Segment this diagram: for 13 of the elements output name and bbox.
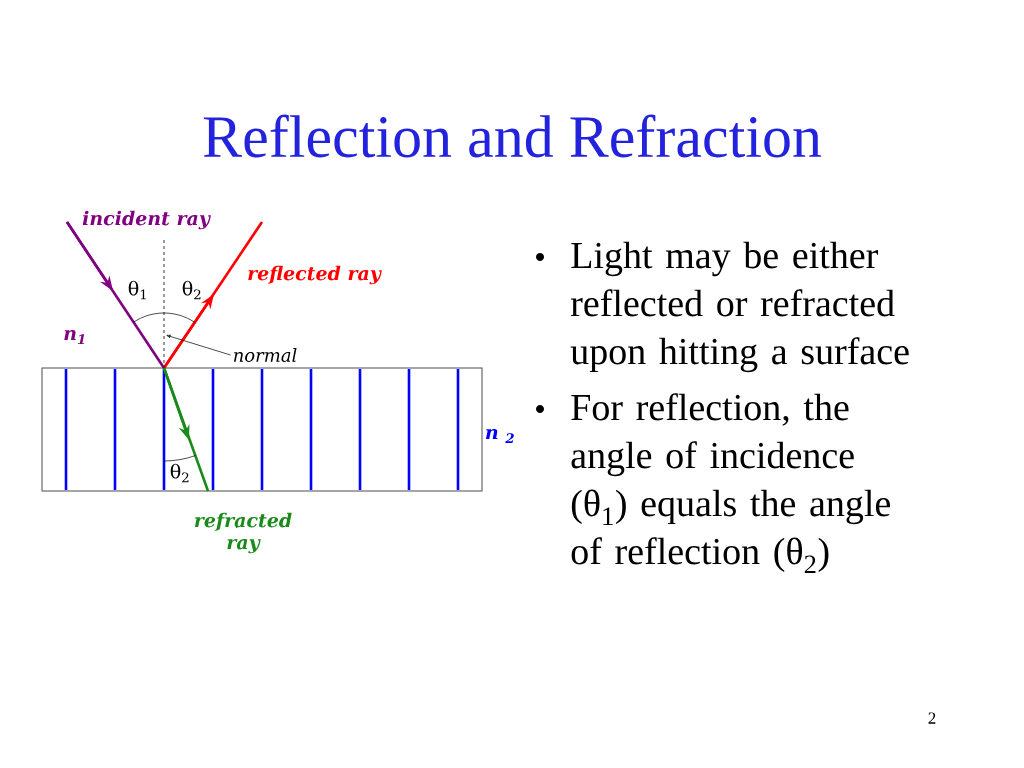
- ray-label: refracted ray: [194, 512, 292, 554]
- bullet-text: Light may be either reflected or refracted upon hitting a surface: [570, 241, 909, 373]
- angle-label: θ$_{2}$: [170, 463, 189, 483]
- medium-label: n $_{2}$: [486, 429, 514, 444]
- leader-line: [166, 334, 231, 356]
- normal-label: normal: [234, 348, 297, 362]
- ray-label: reflected ray: [248, 265, 382, 285]
- medium-label: n$_{1}$: [64, 330, 85, 345]
- bullet-text: For reflection, the angle of incidence (θ$_{1}$) equals the angle of reflection (θ$_{2}$): [571, 393, 890, 574]
- ray-label: incident ray: [82, 210, 211, 230]
- slide-title: Reflection and Refraction: [203, 114, 822, 158]
- page-number: 2: [928, 712, 936, 724]
- normal-line: [163, 239, 165, 369]
